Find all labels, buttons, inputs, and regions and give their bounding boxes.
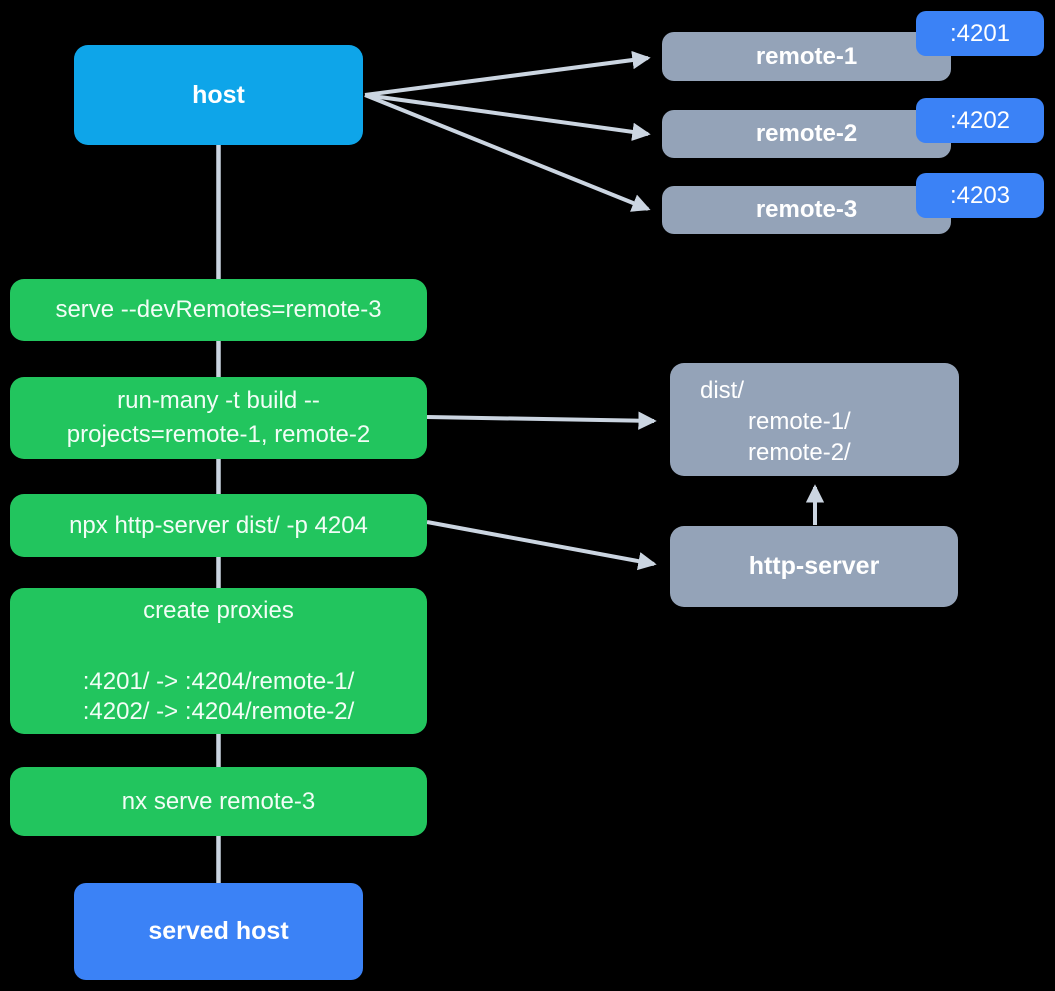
edge-npx-to-http-server — [426, 520, 657, 571]
create-proxies-title: create proxies — [143, 596, 294, 624]
remote-3-label: remote-3 — [755, 196, 858, 223]
edge-host-to-remote-3 — [364, 93, 651, 212]
node-http-server: http-server — [670, 526, 958, 607]
node-remote-2: remote-2 — [662, 110, 951, 158]
port-badge-4201: :4201 — [916, 11, 1044, 56]
create-proxies-map2: :4202/ -> :4204/remote-2/ — [82, 697, 355, 725]
node-host: host — [74, 45, 363, 145]
port-4201-label: :4201 — [949, 19, 1011, 47]
edge-run-many-to-dist — [426, 411, 657, 430]
edge-host-to-remote-1 — [364, 50, 651, 97]
command-run-many-line2: projects=remote-1, remote-2 — [66, 421, 371, 448]
command-serve-label: serve --devRemotes=remote-3 — [55, 296, 382, 323]
edge-host-to-remote-2 — [364, 93, 651, 141]
command-npx-label: npx http-server dist/ -p 4204 — [69, 511, 368, 539]
remote-1-label: remote-1 — [755, 42, 858, 70]
node-command-nx-serve: nx serve remote-3 — [10, 767, 427, 836]
port-4202-label: :4202 — [949, 106, 1011, 134]
node-dist-folder: dist/ remote-1/ remote-2/ — [670, 363, 959, 476]
node-command-serve: serve --devRemotes=remote-3 — [10, 279, 427, 341]
served-host-label: served host — [148, 917, 289, 945]
command-run-many-line1: run-many -t build -- — [117, 387, 320, 414]
host-label: host — [192, 80, 245, 109]
dist-line-remote-2: remote-2/ — [748, 439, 851, 466]
http-server-label: http-server — [748, 552, 880, 580]
port-4203-label: :4203 — [949, 181, 1011, 209]
node-command-npx-http-server: npx http-server dist/ -p 4204 — [10, 494, 427, 557]
remote-2-label: remote-2 — [755, 120, 858, 147]
node-remote-3: remote-3 — [662, 186, 951, 234]
command-nx-serve-label: nx serve remote-3 — [121, 787, 316, 815]
port-badge-4203: :4203 — [916, 173, 1044, 218]
dist-line-remote-1: remote-1/ — [748, 408, 851, 435]
node-command-create-proxies: create proxies :4201/ -> :4204/remote-1/… — [10, 588, 427, 734]
dist-line-root: dist/ — [700, 377, 745, 404]
node-command-run-many: run-many -t build -- projects=remote-1, … — [10, 377, 427, 459]
port-badge-4202: :4202 — [916, 98, 1044, 143]
node-remote-1: remote-1 — [662, 32, 951, 81]
node-served-host: served host — [74, 883, 363, 980]
create-proxies-map1: :4201/ -> :4204/remote-1/ — [82, 667, 355, 695]
